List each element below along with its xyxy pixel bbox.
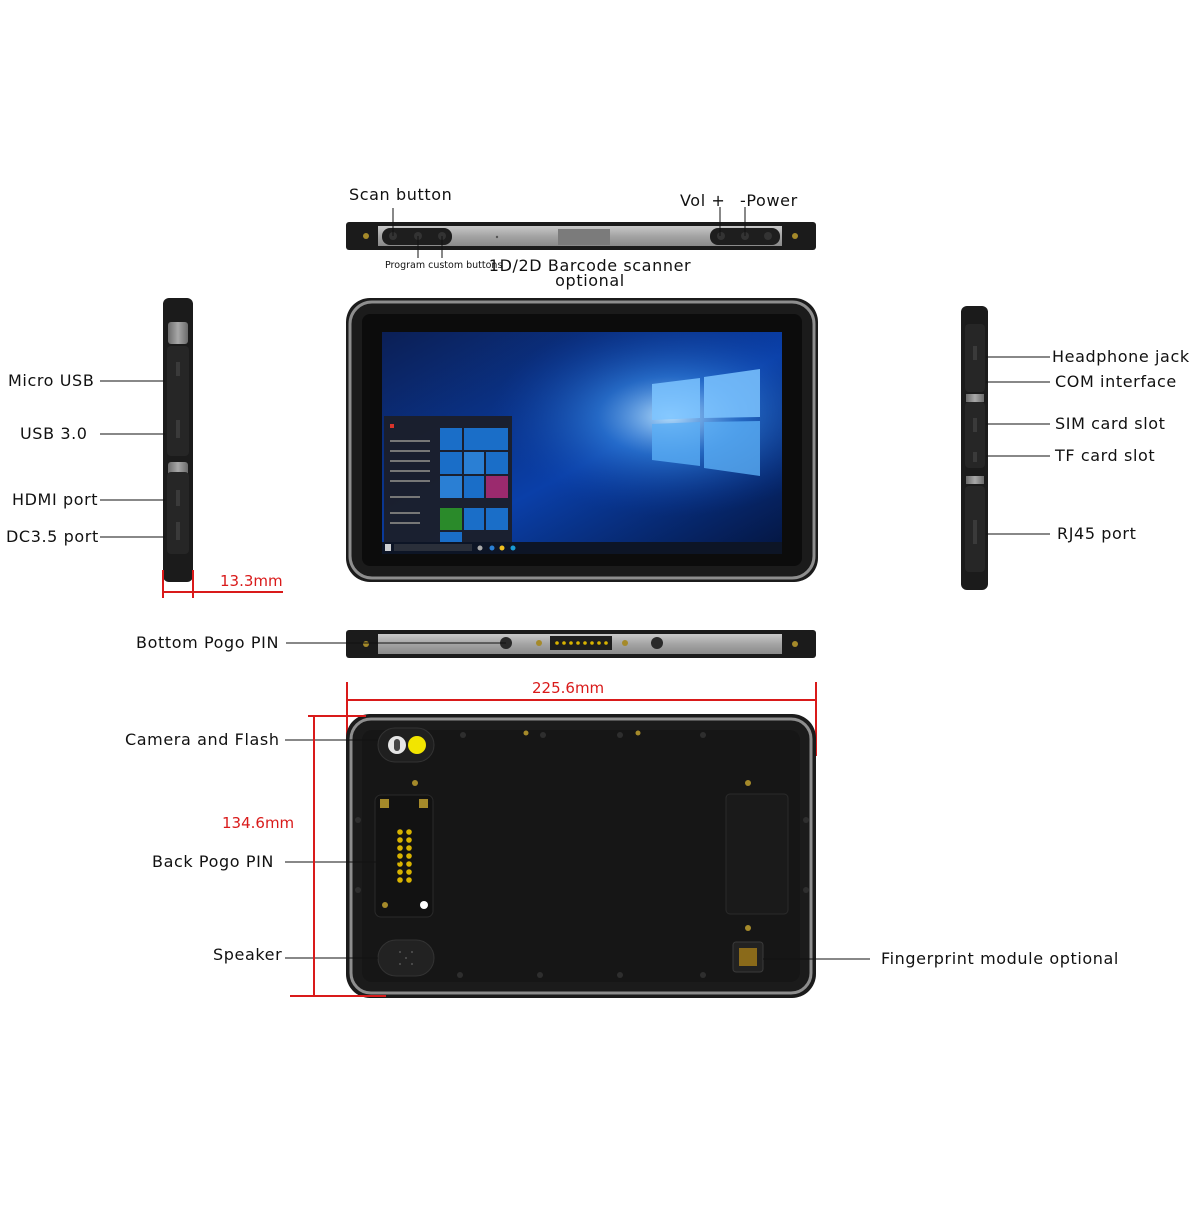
hdmi-label: HDMI port bbox=[12, 490, 99, 509]
bottom-pogo-pins bbox=[550, 636, 612, 650]
vol-label: Vol + bbox=[680, 191, 726, 210]
program-buttons-label: Program custom buttons bbox=[385, 260, 503, 271]
right-side-view bbox=[961, 306, 1050, 590]
width-label: 225.6mm bbox=[532, 679, 605, 697]
bottom-edge-view bbox=[286, 630, 816, 658]
thickness-dimension bbox=[162, 570, 283, 598]
usb3-label: USB 3.0 bbox=[20, 424, 88, 443]
battery-cover bbox=[725, 793, 789, 915]
camera-flash-module bbox=[377, 727, 435, 763]
speaker-grille bbox=[377, 939, 435, 977]
micro-usb-label: Micro USB bbox=[8, 371, 95, 390]
height-dimension bbox=[290, 715, 386, 997]
front-view bbox=[346, 298, 818, 582]
com-label: COM interface bbox=[1055, 372, 1177, 391]
headphone-label: Headphone jack bbox=[1052, 347, 1190, 366]
top-edge-view bbox=[346, 207, 816, 258]
bottom-pogo-label: Bottom Pogo PIN bbox=[136, 633, 280, 652]
barcode-scanner-label: 1D/2D Barcode scanner bbox=[488, 256, 692, 275]
barcode-scanner-window bbox=[558, 229, 610, 245]
back-pogo-module bbox=[374, 794, 434, 918]
speaker-label: Speaker bbox=[213, 945, 283, 964]
screen bbox=[382, 332, 782, 554]
start-menu bbox=[384, 416, 512, 542]
dc-port-label: DC3.5 port bbox=[6, 527, 99, 546]
power-label: -Power bbox=[740, 191, 798, 210]
fingerprint-module bbox=[732, 925, 764, 973]
camera-flash-label: Camera and Flash bbox=[125, 730, 280, 749]
back-pogo-label: Back Pogo PIN bbox=[152, 852, 274, 871]
fingerprint-label: Fingerprint module optional bbox=[881, 949, 1119, 968]
thickness-label: 13.3mm bbox=[220, 572, 283, 590]
rj45-label: RJ45 port bbox=[1057, 524, 1137, 543]
barcode-optional-label: optional bbox=[555, 271, 625, 290]
height-label: 134.6mm bbox=[222, 814, 295, 832]
sim-label: SIM card slot bbox=[1055, 414, 1166, 433]
tf-label: TF card slot bbox=[1055, 446, 1156, 465]
scan-button-label: Scan button bbox=[349, 185, 453, 204]
back-view bbox=[285, 714, 870, 998]
left-side-view bbox=[100, 298, 193, 582]
